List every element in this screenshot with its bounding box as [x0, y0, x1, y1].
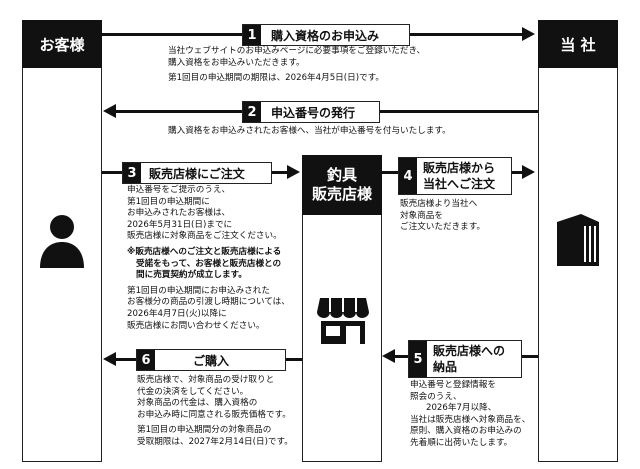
step3-desc2-line: 2026年4月7日(火)以降に: [127, 308, 227, 319]
step5-title: 販売店様への 納品: [427, 343, 505, 375]
step3-note-line: 間に売買契約が成立します。: [136, 270, 247, 281]
step3-description: 申込番号をご提示のうえ、 第1回目の申込期間に お申込みされたお客様は、 202…: [127, 185, 299, 332]
step6-number: 6: [137, 350, 155, 370]
step6-desc2-line: 第1回目の申込期間分の対象商品の: [137, 425, 272, 436]
step5-desc-line: 先着順に出荷いたします。: [410, 437, 513, 448]
step6-desc2-line: 受取期限は、2027年2月14日(日)です。: [137, 436, 293, 447]
retailer-header-line1: 釣具: [326, 166, 357, 184]
step3-note-line: 受諾をもって、お客様と販売店様との: [136, 258, 282, 269]
step4-desc-line: 対象商品を: [400, 210, 443, 221]
step1-description: 当社ウェブサイトのお申込みページに必要事項をご登録いただき、 購入資格をお申込み…: [168, 46, 528, 85]
step5-desc-line: 申込番号と登録情報を: [410, 380, 496, 390]
step2-description: 購入資格をお申込みされたお客様へ、当社が申込番号を付与いたします。: [168, 126, 528, 138]
step1-desc-line: 当社ウェブサイトのお申込みページに必要事項をご登録いただき、: [168, 46, 426, 56]
step6-desc-line: 販売店様で、対象商品の受け取りと: [137, 375, 275, 385]
step4-label: 4 販売店様から 当社へご注文: [398, 157, 512, 195]
step6-label: 6 ご購入: [136, 349, 286, 371]
step4-number: 4: [399, 158, 417, 194]
step3-title: 販売店様にご注文: [149, 166, 245, 181]
step3-desc-line: 第1回目の申込期間に: [127, 196, 210, 207]
retailer-header-line2: 販売店様: [311, 185, 372, 203]
step1-desc-line: 第1回目の申込期間の期限は、2026年4月5日(日)です。: [168, 73, 384, 84]
step6-arrowhead: [103, 352, 116, 366]
step2-title: 申込番号の発行: [271, 105, 356, 120]
step3-desc-line: お申込みされたお客様は、: [127, 208, 231, 219]
step4-title-line: 販売店様から: [423, 161, 496, 175]
step4-desc-line: ご注文いただきます。: [400, 222, 486, 233]
step1-number: 1: [243, 25, 261, 45]
step4-desc-line: 販売店様より当社へ: [400, 199, 478, 209]
step5-desc-line: 原則、購入資格のお申込みの: [410, 426, 522, 437]
step1-title: 購入資格のお申込み: [271, 28, 380, 43]
step2-label: 2 申込番号の発行: [242, 101, 380, 123]
step3-desc-line: 申込番号をご提示のうえ、: [127, 185, 231, 195]
step5-arrowhead: [382, 349, 395, 363]
step2-number: 2: [243, 102, 261, 122]
step4-title-line: 当社へご注文: [423, 177, 496, 191]
step5-title-line: 納品: [433, 360, 458, 374]
step1-desc-line: 購入資格をお申込みいただきます。: [168, 57, 305, 68]
step5-desc-line: 照会のうえ、: [410, 391, 462, 402]
step5-desc-line: 2026年7月以降、: [426, 403, 497, 414]
step6-description: 販売店様で、対象商品の受け取りと 代金の決済をしてください。 対象商品の代金は、…: [137, 375, 313, 449]
step3-desc2-line: 第1回目の申込期間にお申込みされた: [127, 285, 270, 296]
step4-title: 販売店様から 当社へご注文: [417, 160, 495, 192]
step5-label: 5 販売店様への 納品: [408, 340, 522, 378]
step6-desc-line: お申込み時に同意される販売価格です。: [137, 409, 291, 420]
step2-desc-line: 購入資格をお申込みされたお客様へ、当社が申込番号を付与いたします。: [168, 126, 451, 136]
step5-description: 申込番号と登録情報を 照会のうえ、 2026年7月以降、 当社は販売店様へ対象商…: [410, 380, 538, 450]
step1-label: 1 購入資格のお申込み: [242, 24, 410, 46]
step3-arrowhead: [287, 165, 300, 179]
company-column-header: 当 社: [538, 20, 618, 68]
step2-arrowhead: [103, 104, 116, 118]
step4-arrowhead: [522, 165, 535, 179]
step6-title: ご購入: [193, 353, 230, 368]
step1-arrowhead: [522, 27, 535, 41]
person-icon: [40, 215, 84, 268]
step3-note-line: ※販売店様へのご注文と販売店様による: [127, 246, 282, 257]
step3-desc2-line: お客様分の商品の引渡し時期については、: [127, 297, 290, 308]
retailer-column-header: 釣具 販売店様: [302, 155, 382, 215]
step3-label: 3 販売店様にご注文: [122, 162, 272, 184]
customer-column-header: お客様: [22, 20, 102, 68]
step3-number: 3: [123, 163, 141, 183]
step6-desc-line: 対象商品の代金は、購入資格の: [137, 398, 258, 409]
step3-desc-line: 2026年5月31日(日)までに: [127, 219, 233, 230]
step3-desc2-line: 販売店様にお問い合わせください。: [127, 320, 265, 331]
building-icon: [557, 214, 599, 266]
step5-number: 5: [409, 341, 427, 377]
step5-title-line: 販売店様への: [433, 344, 506, 358]
step4-description: 販売店様より当社へ 対象商品を ご注文いただきます。: [400, 199, 530, 234]
customer-column: [22, 20, 102, 462]
step5-desc-line: 当社は販売店様へ対象商品を、: [410, 414, 531, 425]
store-icon: [317, 298, 369, 344]
step6-desc-line: 代金の決済をしてください。: [137, 386, 249, 397]
step3-desc-line: 販売店様に対象商品をご注文ください。: [127, 231, 282, 242]
